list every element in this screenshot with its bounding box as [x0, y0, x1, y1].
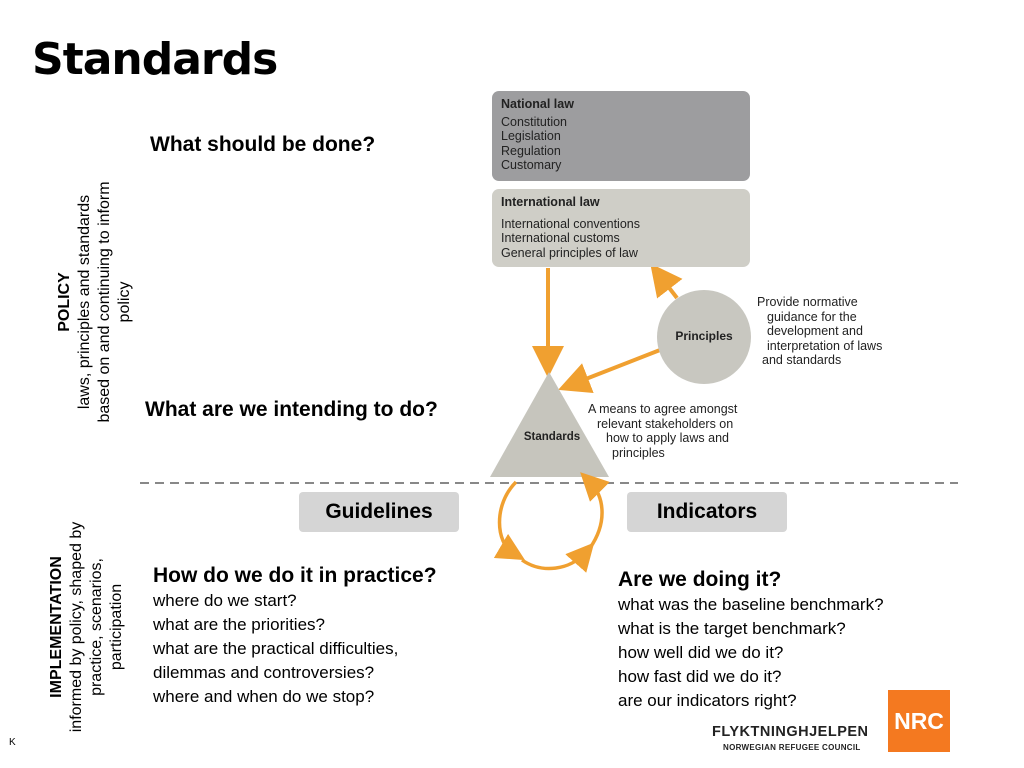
- national-law-item: Legislation: [501, 129, 561, 143]
- standards-note-line: relevant stakeholders on: [597, 416, 734, 431]
- standards-note-line: principles: [612, 445, 665, 460]
- principles-note-line: guidance for the: [767, 309, 857, 324]
- slide-title: Standards: [32, 34, 278, 85]
- principles-label: Principles: [675, 329, 733, 343]
- principles-note-line: Provide normative: [757, 295, 858, 309]
- standards-label: Standards: [523, 431, 581, 443]
- nrc-logo-name: FLYKTNINGHJELPEN: [712, 724, 869, 740]
- arrow-principles-to-standards: [558, 348, 661, 394]
- international-law-box: International law International conventi…: [492, 189, 750, 267]
- practice-item: dilemmas and controversies?: [153, 663, 375, 682]
- standards-triangle: [490, 372, 609, 477]
- doing-item: what was the baseline benchmark?: [618, 595, 884, 614]
- practice-item: what are the practical difficulties,: [153, 639, 399, 658]
- cycle-arrow-bottom: [520, 542, 595, 573]
- principles-note-line: interpretation of laws: [767, 338, 883, 353]
- cycle-arrow-right: [580, 472, 610, 549]
- question-what-intending: What are we intending to do?: [145, 398, 438, 421]
- principles-circle: [657, 290, 751, 384]
- guidelines-label: Guidelines: [299, 492, 459, 532]
- nrc-logo-subtitle: NORWEGIAN REFUGEE COUNCIL: [723, 743, 861, 752]
- standards-note-line: A means to agree amongst: [588, 402, 738, 416]
- doing-list: Are we doing it? what was the baseline b…: [618, 567, 884, 713]
- international-law-heading: International law: [501, 195, 600, 209]
- national-law-item: Customary: [501, 158, 562, 172]
- principles-note-line: and standards: [762, 353, 842, 367]
- doing-item: how fast did we do it?: [618, 667, 782, 686]
- doing-item: are our indicators right?: [618, 691, 797, 710]
- indicators-label: Indicators: [627, 492, 787, 532]
- question-what-should: What should be done?: [150, 133, 376, 156]
- practice-item: what are the priorities?: [153, 615, 325, 634]
- footer-mark: K: [9, 737, 16, 748]
- doing-item: what is the target benchmark?: [618, 619, 846, 638]
- international-law-item: International customs: [501, 231, 620, 245]
- national-law-heading: National law: [501, 97, 574, 111]
- doing-item: how well did we do it?: [618, 643, 784, 662]
- national-law-box: National law Constitution Legislation Re…: [492, 91, 750, 181]
- cycle-arrow-left: [493, 480, 526, 561]
- doing-heading: Are we doing it?: [618, 568, 782, 591]
- arrow-principles-to-law: [650, 263, 683, 300]
- practice-list: How do we do it in practice? where do we…: [153, 563, 437, 709]
- nrc-logo-mark: NRC: [888, 690, 950, 752]
- standards-note: A means to agree amongst relevant stakeh…: [588, 402, 737, 460]
- practice-item: where and when do we stop?: [153, 687, 375, 706]
- practice-item: where do we start?: [153, 591, 297, 610]
- principles-note-line: development and: [767, 324, 863, 338]
- practice-heading: How do we do it in practice?: [153, 564, 437, 587]
- nrc-logo: FLYKTNINGHJELPEN NORWEGIAN REFUGEE COUNC…: [712, 690, 952, 754]
- international-law-item: International conventions: [501, 216, 640, 231]
- principles-note: Provide normative guidance for the devel…: [757, 295, 882, 368]
- international-law-item: General principles of law: [501, 245, 638, 260]
- national-law-item: Regulation: [501, 143, 561, 158]
- national-law-item: Constitution: [501, 114, 568, 129]
- standards-note-line: how to apply laws and: [606, 431, 729, 445]
